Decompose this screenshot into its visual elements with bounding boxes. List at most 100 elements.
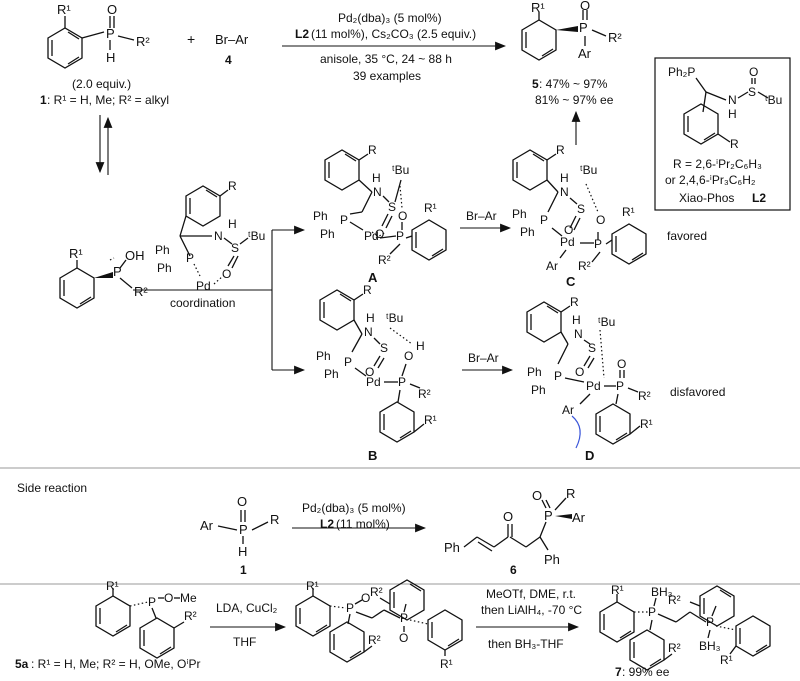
product-5-label: 5 [532,77,539,91]
o-atom: O [375,227,384,241]
ligand-box [654,57,791,211]
ph-label: Ph [527,365,542,379]
r2-label: R² [638,389,651,403]
h-atom: H [372,171,381,185]
r2-label: R² [378,253,391,267]
ph-label: Ph [157,261,172,275]
ligand-l2-structure: Ph₂P N H S O ᵗBu R [668,65,782,151]
h-atom: H [238,544,247,559]
o-atom: O [361,591,370,605]
o-atom: O [575,365,584,379]
ph-label: Ph [544,552,560,567]
tbu-label: ᵗBu [392,163,409,177]
r1-label: R¹ [622,205,635,219]
h-atom: H [366,311,375,325]
o-atom: O [399,631,408,645]
o-atom: O [749,65,758,79]
r2-label: R² [608,30,622,45]
ar-label: Ar [546,259,558,273]
p-atom: P [544,508,553,523]
o-atom: O [596,213,605,227]
p-atom: P [616,379,624,393]
r2-label: R² [578,259,591,273]
tbu-label: ᵗBu [248,229,265,243]
a-to-c-reagent: Br–Ar [466,209,497,223]
side-reaction-catalyst: Pd₂(dba)₃ (5 mol%) [302,501,406,515]
compound-1-label: 1 [40,93,47,107]
ph-label: Ph [531,383,546,397]
r2-label: R² [668,641,681,655]
tbu-label: ᵗBu [598,315,615,329]
r1-label: R¹ [306,579,319,593]
o-atom: O [237,494,247,509]
o-atom: O [503,509,513,524]
compound-4-label: 4 [225,53,232,67]
ph2p-label: Ph₂P [668,65,695,79]
s-atom: S [748,85,756,99]
ligand-substituent-1: R = 2,6-ⁱPr₂C₆H₃ [673,157,762,171]
ar-label: Ar [572,510,586,525]
n-atom: N [728,93,737,107]
intermediate-c-structure: R N H S ᵗBu O P Ph Ph Pd Ar P O R² R¹ [512,143,647,273]
r-label: R [566,486,575,501]
h-atom: H [572,313,581,327]
steric-clash-mark [571,415,581,449]
compound-1-structure: R¹ P O R² H [47,2,150,69]
r-label: R [363,283,372,297]
pd-atom: Pd [196,279,211,293]
product-7-ee: : 99% ee [622,665,670,679]
ph-label: Ph [520,225,535,239]
r-label: R [368,143,377,157]
r2-label: R² [418,387,431,401]
side-product-6-label: 6 [510,563,517,577]
p-atom: P [594,237,602,251]
p-atom: P [579,20,588,35]
conditions-examples: 39 examples [353,69,421,83]
n-atom: N [373,185,382,199]
p-atom: P [186,251,194,265]
bis-phosphine-oxide-structure: R¹ P O R² P O R² R¹ [295,579,463,671]
pd-atom: Pd [366,375,381,389]
intermediate-a-label: A [368,270,378,285]
n-atom: N [364,325,373,339]
pd-atom: Pd [586,379,601,393]
plus-sign: + [187,31,195,47]
step1-reagent: LDA, CuCl₂ [216,601,278,615]
ligand-label: L2 [752,191,766,205]
p-atom: P [106,26,115,41]
compound-5a-desc: : R¹ = H, Me; R² = H, OMe, OⁱPr [31,657,201,671]
r2-label: R² [134,284,148,299]
ph-label: Ph [324,367,339,381]
o-atom: O [365,365,374,379]
s-atom: S [388,200,396,214]
n-atom: N [214,229,223,243]
side-reaction-ligand-loading: (11 mol%) [336,517,390,531]
aryl-bromide: Br–Ar [215,32,249,47]
bh3-label: BH₃ [651,585,673,599]
r1-label: R¹ [440,657,453,671]
o-atom: O [164,591,173,605]
ligand-name: Xiao-Phos [679,191,734,205]
p-atom: P [346,601,354,615]
s-atom: S [577,202,585,216]
s-atom: S [380,341,388,355]
n-atom: N [574,327,583,341]
s-atom: S [588,341,596,355]
step1-solvent: THF [233,635,256,649]
o-atom: O [580,0,590,13]
r1-label: R¹ [424,413,437,427]
p-atom: P [396,229,404,243]
pd-atom: Pd [364,229,379,243]
conditions-ligand: L2 [295,27,309,41]
h-atom: H [228,217,237,231]
product-5-yield: : 47% ~ 97% [539,77,608,91]
ligand-substituent-2: or 2,4,6-ⁱPr₃C₆H₂ [665,173,756,187]
h-atom: H [560,171,569,185]
r2-label: R² [184,609,197,623]
p-atom: P [554,369,562,383]
s-atom: S [231,241,239,255]
product-5-ee: 81% ~ 97% ee [535,93,614,107]
p-atom: P [148,595,156,609]
r1-label: R¹ [69,246,83,261]
